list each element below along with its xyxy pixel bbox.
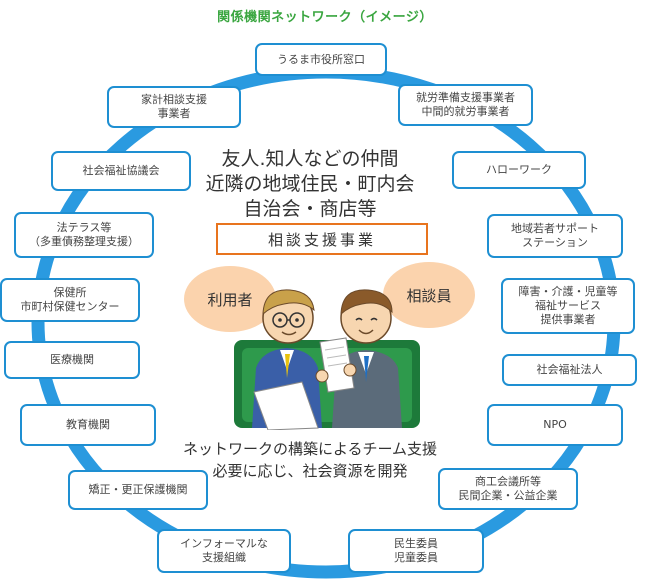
user-label: 利用者 xyxy=(207,290,253,309)
node-line: ステーション xyxy=(522,236,588,249)
node-line: 保健所 xyxy=(53,286,87,299)
counselor-bubble: 相談員 xyxy=(383,262,475,328)
node-line: 児童委員 xyxy=(394,551,438,564)
node-line: 就労準備支援事業者 xyxy=(416,91,515,104)
node-line: ハローワーク xyxy=(486,163,552,176)
consultation-support-service-box: 相談支援事業 xyxy=(216,223,428,255)
node-uruma-city-office: うるま市役所窓口 xyxy=(255,43,387,76)
node-line: うるま市役所窓口 xyxy=(277,52,365,66)
community-line: 近隣の地域住民・町内会 xyxy=(205,173,415,195)
node-line: 矯正・更正保護機関 xyxy=(88,483,188,496)
node-npo: NPO xyxy=(487,404,623,446)
node-line: 教育機関 xyxy=(66,418,110,431)
node-education: 教育機関 xyxy=(20,404,156,446)
node-line: 地域若者サポート xyxy=(511,222,599,235)
node-informal-support: インフォーマルな 支援組織 xyxy=(157,529,291,573)
node-line: 障害・介護・児童等 xyxy=(518,285,618,298)
node-line: 事業者 xyxy=(157,107,191,120)
node-social-welfare-corp: 社会福祉法人 xyxy=(502,354,637,386)
tagline-line: 必要に応じ、社会資源を開発 xyxy=(212,462,408,480)
node-chamber-of-commerce: 商工会議所等 民間企業・公益企業 xyxy=(438,468,578,510)
node-welfare-commissioners: 民生委員 児童委員 xyxy=(348,529,484,573)
node-houterasu: 法テラス等 （多重債務整理支援） xyxy=(14,212,154,258)
node-social-welfare-council: 社会福祉協議会 xyxy=(51,151,191,191)
node-line: インフォーマルな xyxy=(180,537,268,550)
node-line: 法テラス等 xyxy=(56,221,112,234)
node-line: 家計相談支援 xyxy=(141,93,207,106)
node-youth-support-station: 地域若者サポート ステーション xyxy=(487,214,623,258)
counselor-label: 相談員 xyxy=(406,286,452,305)
consultation-illustration xyxy=(234,289,420,430)
node-line: （多重債務整理支援） xyxy=(29,235,139,248)
community-line: 友人.知人などの仲間 xyxy=(221,148,399,170)
node-line: 福祉サービス xyxy=(535,299,601,312)
node-line: 民生委員 xyxy=(394,537,438,550)
node-health-center: 保健所 市町村保健センター xyxy=(0,278,140,322)
node-medical: 医療機関 xyxy=(4,341,140,379)
node-line: 社会福祉協議会 xyxy=(82,164,160,177)
node-household-budget: 家計相談支援 事業者 xyxy=(107,86,241,128)
node-disability-welfare: 障害・介護・児童等 福祉サービス 提供事業者 xyxy=(501,278,635,334)
tagline-line: ネットワークの構築によるチーム支援 xyxy=(182,440,438,458)
user-bubble: 利用者 xyxy=(184,266,276,332)
node-employment-support: 就労準備支援事業者 中間的就労事業者 xyxy=(398,84,533,126)
node-line: 中間的就労事業者 xyxy=(421,105,510,118)
node-line: 医療機関 xyxy=(50,353,94,366)
network-tagline: ネットワークの構築によるチーム支援 必要に応じ、社会資源を開発 xyxy=(150,438,470,482)
community-line: 自治会・商店等 xyxy=(243,198,377,220)
diagram-title: 関係機関ネットワーク（イメージ） xyxy=(217,10,433,25)
node-line: 民間企業・公益企業 xyxy=(458,489,558,502)
node-line: 市町村保健センター xyxy=(20,300,120,313)
node-rehabilitation: 矯正・更正保護機関 xyxy=(68,470,208,510)
node-line: 社会福祉法人 xyxy=(536,363,603,376)
node-line: 支援組織 xyxy=(202,551,246,564)
node-line: 提供事業者 xyxy=(540,313,596,326)
node-line: 商工会議所等 xyxy=(475,475,541,488)
node-line: NPO xyxy=(543,418,567,431)
node-hello-work: ハローワーク xyxy=(452,151,586,189)
